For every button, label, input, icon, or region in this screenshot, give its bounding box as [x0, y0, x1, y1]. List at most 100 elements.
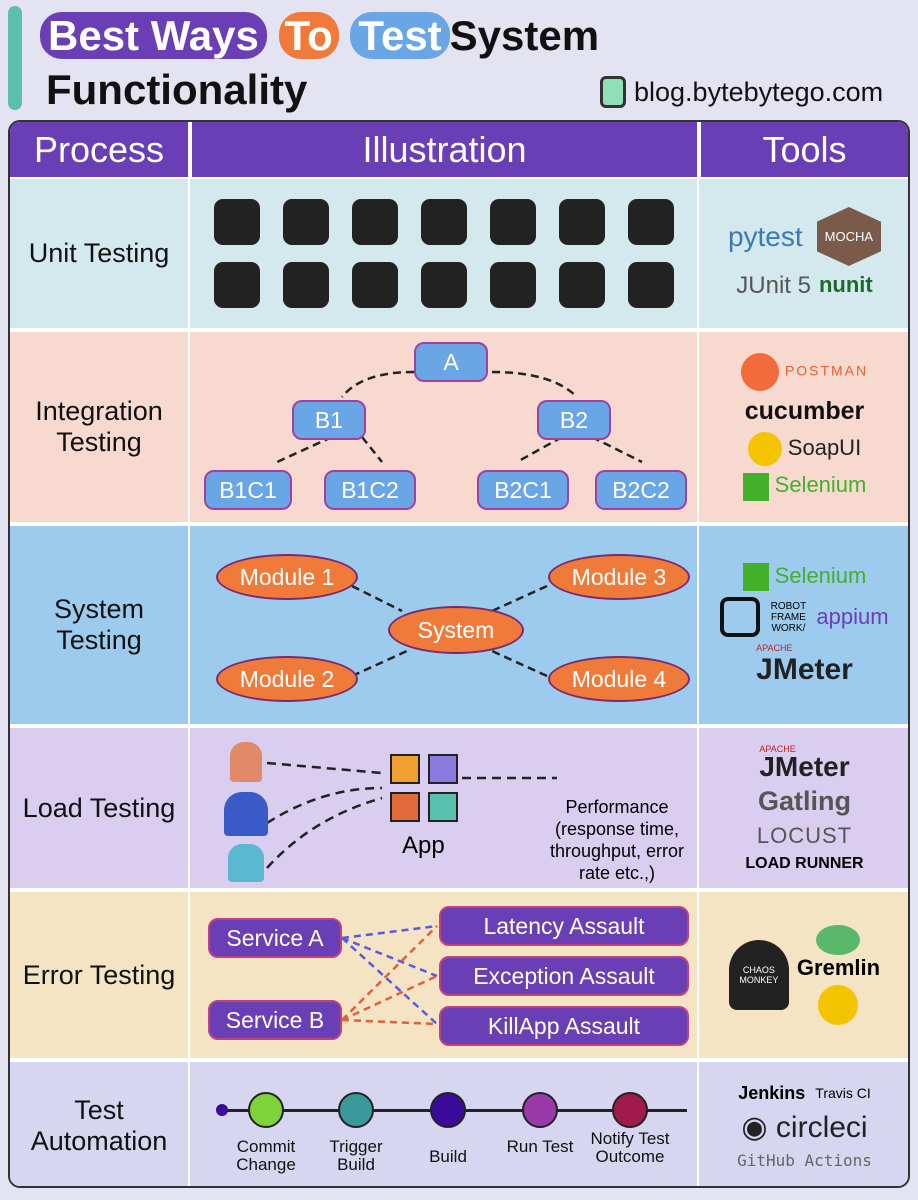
loadrunner-logo: LOAD RUNNER: [745, 854, 864, 872]
locust-logo: LOCUST: [756, 822, 853, 848]
node-b2c2: B2C2: [595, 470, 687, 510]
gatling-logo: Gatling: [758, 785, 851, 816]
unit-illustration: [192, 179, 699, 328]
brand-link[interactable]: blog.bytebytego.com: [600, 74, 883, 110]
mocha-logo: MOCHA: [816, 207, 882, 266]
soapui-logo: SoapUI: [747, 432, 861, 467]
unit-block: [421, 199, 467, 245]
app-label: App: [402, 832, 445, 859]
node-b1c1: B1C1: [204, 470, 292, 510]
row-integration-testing: Integration Testing A B1 B2 B1C1 B1C2 B2…: [10, 332, 908, 524]
service-b: Service B: [208, 1000, 342, 1040]
process-label: Test Automation: [10, 1062, 190, 1186]
pipeline-illustration: Commit Change Trigger Build Build Run Test N…: [192, 1062, 699, 1186]
node-b2c1: B2C1: [477, 470, 569, 510]
circleci-logo: ◉ circleci: [741, 1110, 868, 1144]
pipeline-step-label: Run Test: [506, 1137, 574, 1156]
appium-logo: appium: [816, 604, 889, 630]
row-load-testing: Load Testing App Performance (response t…: [10, 728, 908, 890]
pipeline-start-dot: [216, 1104, 228, 1116]
header-illustration: Illustration: [192, 122, 699, 177]
process-label: Integration Testing: [10, 332, 190, 522]
process-label: Load Testing: [10, 728, 190, 888]
pipeline-step-dot: [248, 1092, 284, 1128]
unit-block: [421, 262, 467, 308]
unit-block: [490, 262, 536, 308]
header-process: Process: [10, 122, 190, 177]
unit-block: [283, 262, 329, 308]
header-tools: Tools: [701, 122, 908, 177]
row-system-testing: System Testing Module 1 Module 2 Module …: [10, 526, 908, 726]
unit-block: [214, 262, 260, 308]
error-illustration: Service A Service B Latency Assault Exce…: [192, 892, 699, 1058]
row-unit-testing: Unit Testing pytest MOCHA JUnit 5 nunit: [10, 179, 908, 330]
row-error-testing: Error Testing Service A Service B Latenc…: [10, 892, 908, 1060]
module-4: Module 4: [548, 656, 690, 702]
load-illustration: App Performance (response time, throughp…: [192, 728, 699, 888]
module-2: Module 2: [216, 656, 358, 702]
accent-bar: [8, 6, 22, 110]
postman-logo: POSTMAN: [740, 353, 868, 392]
module-3: Module 3: [548, 554, 690, 600]
unit-block: [352, 262, 398, 308]
pipeline-step-label: Notify Test Outcome: [590, 1129, 670, 1166]
gremlin-icon: [816, 925, 861, 955]
jenkins-logo: Jenkins: [738, 1082, 806, 1103]
selenium-logo: Selenium: [742, 472, 866, 501]
service-a: Service A: [208, 918, 342, 958]
chaos-monkey-logo: CHAOS MONKEY: [728, 940, 789, 1010]
exception-assault: Exception Assault: [439, 956, 689, 996]
module-arrows: [351, 584, 548, 678]
unit-block: [559, 262, 605, 308]
app-icon: [390, 754, 458, 822]
pytest-logo: pytest: [727, 220, 803, 252]
selenium-logo: Selenium: [742, 563, 866, 592]
title-part-1: Best Ways: [40, 12, 267, 59]
module-1: Module 1: [216, 554, 358, 600]
system-node: System: [388, 606, 524, 654]
pipeline-step-dot: [612, 1092, 648, 1128]
unit-block: [214, 199, 260, 245]
unit-block: [352, 199, 398, 245]
junit-logo: JUnit 5: [736, 272, 811, 299]
gremlin-logo: Gremlin: [796, 955, 881, 980]
title-line-2: Functionality: [46, 66, 308, 113]
cucumber-logo: cucumber: [744, 397, 865, 426]
dependency-arrows: [276, 370, 643, 464]
node-b1: B1: [292, 400, 366, 440]
performance-label: Performance (response time, throughput, …: [549, 797, 685, 883]
system-illustration: Module 1 Module 2 Module 3 Module 4 Syst…: [192, 526, 699, 724]
node-b1c2: B1C2: [324, 470, 416, 510]
pipeline-step-dot: [430, 1092, 466, 1128]
unit-block: [628, 262, 674, 308]
github-actions-logo: GitHub Actions: [737, 1150, 872, 1170]
row-test-automation: Test Automation Commit Change Trigger Bui…: [10, 1062, 908, 1186]
user-icon: [224, 792, 268, 836]
robot-framework-icon: [720, 597, 761, 638]
pipeline-step-label: Trigger Build: [329, 1137, 383, 1174]
bytebytego-logo-icon: [600, 76, 626, 108]
user-icon: [230, 742, 262, 782]
process-label: Error Testing: [10, 892, 190, 1058]
title-part-2: To: [278, 12, 339, 59]
unit-block: [283, 199, 329, 245]
pipeline-step-label: Commit Change: [236, 1137, 296, 1174]
robot-framework-logo: ROBOT FRAME WORK/: [770, 600, 807, 634]
nunit-logo: nunit: [818, 272, 873, 297]
title-part-3: Test: [350, 12, 450, 59]
tools-cell: POSTMAN cucumber SoapUI Selenium: [701, 332, 908, 522]
pipeline-step-label: Build: [429, 1147, 467, 1166]
node-a: A: [414, 342, 488, 382]
comparison-table: Process Illustration Tools Unit Testing …: [8, 120, 910, 1188]
tools-cell: CHAOS MONKEY Gremlin: [701, 892, 908, 1058]
integration-illustration: A B1 B2 B1C1 B1C2 B2C1 B2C2: [192, 332, 699, 522]
user-icon: [228, 844, 264, 882]
killapp-assault: KillApp Assault: [439, 1006, 689, 1046]
process-label: Unit Testing: [10, 179, 190, 328]
monkey-icon: [818, 985, 859, 1025]
pipeline-step-dot: [338, 1092, 374, 1128]
brand-site: blog.bytebytego.com: [634, 77, 884, 107]
